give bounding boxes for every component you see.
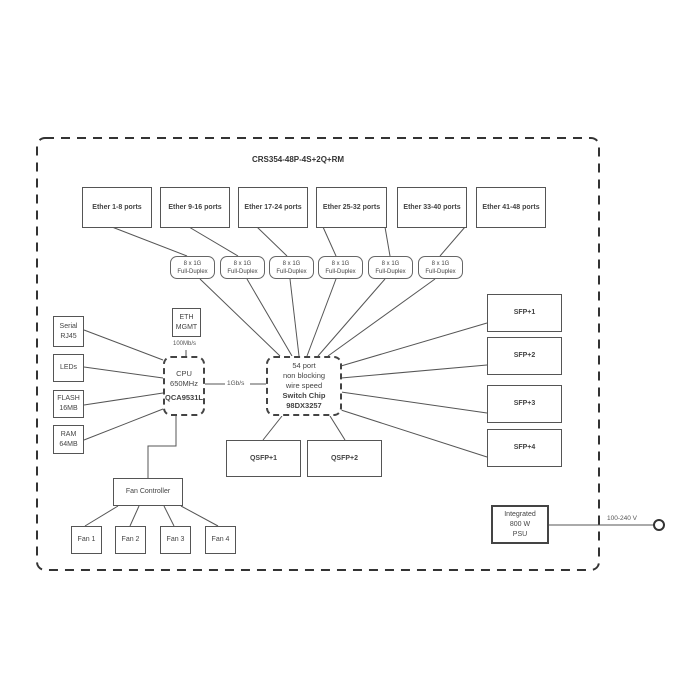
link-speed: 8 x 1G xyxy=(331,260,350,267)
eth-label: ETH xyxy=(179,313,194,321)
link-pill-2: 8 x 1G Full-Duplex xyxy=(220,256,265,279)
wire-pill3-switch xyxy=(289,278,300,357)
eth-mgmt-speed: 100Mb/s xyxy=(173,341,197,347)
fan-controller-box: Fan Controller xyxy=(113,478,183,506)
cpu-frequency: 650MHz xyxy=(170,379,198,388)
link-speed: 8 x 1G xyxy=(381,260,400,267)
link-pill-6: 8 x 1G Full-Duplex xyxy=(418,256,463,279)
wire-pill5-switch xyxy=(317,278,386,357)
cpu-model: QCA9531L xyxy=(165,393,203,402)
wire-ram-cpu xyxy=(83,408,164,441)
psu-box: Integrated 800 W PSU xyxy=(491,505,549,544)
leds-box: LEDs xyxy=(53,354,84,382)
mgmt-label: MGMT xyxy=(175,323,198,331)
flash-size: 16MB xyxy=(59,405,78,412)
sfp-port-3: SFP+3 xyxy=(487,385,562,423)
qsfp-port-1: QSFP+1 xyxy=(226,440,301,477)
wire-pill2-switch xyxy=(246,278,293,357)
ether-group-5: Ether 33-40 ports xyxy=(397,187,467,228)
link-pill-3: 8 x 1G Full-Duplex xyxy=(269,256,314,279)
switch-port-count: 54 port xyxy=(292,361,316,370)
wire-switch-qsfp2 xyxy=(329,415,346,441)
link-speed: 8 x 1G xyxy=(282,260,301,267)
sfp-port-4: SFP+4 xyxy=(487,429,562,467)
wire-cpu-fancontroller xyxy=(147,416,177,478)
ether-group-2: Ether 9-16 ports xyxy=(160,187,230,228)
leds-label: LEDs xyxy=(59,364,78,371)
wire-pill6-switch xyxy=(327,278,436,357)
link-speed: 8 x 1G xyxy=(233,260,252,267)
switch-chip-name: Switch Chip xyxy=(282,391,326,400)
link-duplex: Full-Duplex xyxy=(325,268,356,275)
switch-wire-speed: wire speed xyxy=(285,381,323,390)
rj45-label: RJ45 xyxy=(60,332,77,340)
ram-label: RAM xyxy=(60,430,77,438)
link-pill-1: 8 x 1G Full-Duplex xyxy=(170,256,215,279)
wire-switch-sfp2 xyxy=(340,364,488,379)
link-pill-4: 8 x 1G Full-Duplex xyxy=(318,256,363,279)
wire-pill4-switch xyxy=(306,278,337,357)
ram-box: RAM 64MB xyxy=(53,425,84,454)
wire-fanctl-fan2 xyxy=(129,505,140,527)
sfp-port-2: SFP+2 xyxy=(487,337,562,375)
wire-ether4-pill xyxy=(322,226,337,257)
flash-box: FLASH 16MB xyxy=(53,390,84,418)
power-input-connector-icon xyxy=(653,519,665,531)
psu-line-3: PSU xyxy=(512,530,528,538)
ether-group-3: Ether 17-24 ports xyxy=(238,187,308,228)
fan-3-box: Fan 3 xyxy=(160,526,191,554)
serial-label: Serial xyxy=(59,322,78,330)
power-input-voltage: 100-240 V xyxy=(607,515,637,522)
link-duplex: Full-Duplex xyxy=(177,268,208,275)
link-speed: 8 x 1G xyxy=(183,260,202,267)
ether-group-6: Ether 41-48 ports xyxy=(476,187,546,228)
qsfp-port-2: QSFP+2 xyxy=(307,440,382,477)
wire-switch-sfp4 xyxy=(340,409,488,458)
device-title: CRS354-48P-4S+2Q+RM xyxy=(252,155,345,164)
wire-ether1-pill xyxy=(111,226,188,257)
wire-serial-cpu xyxy=(83,329,164,361)
flash-label: FLASH xyxy=(57,395,80,402)
link-speed: 8 x 1G xyxy=(431,260,450,267)
psu-line-1: Integrated xyxy=(504,510,536,518)
eth-mgmt-box: ETH MGMT xyxy=(172,308,201,337)
switch-chip-model: 98DX3257 xyxy=(286,401,322,410)
serial-rj45-box: Serial RJ45 xyxy=(53,316,84,347)
link-pill-5: 8 x 1G Full-Duplex xyxy=(368,256,413,279)
wire-pill1-switch xyxy=(199,278,281,357)
switch-nonblocking: non blocking xyxy=(282,371,326,380)
cpu-block: CPU 650MHz QCA9531L xyxy=(163,356,205,416)
wire-ether6-pill xyxy=(439,226,466,257)
wire-fanctl-fan3 xyxy=(163,505,175,527)
wire-fanctl-fan4 xyxy=(180,505,219,527)
wire-switch-qsfp1 xyxy=(262,415,283,441)
ether-group-4: Ether 25-32 ports xyxy=(316,187,387,228)
sfp-port-1: SFP+1 xyxy=(487,294,562,332)
ram-size: 64MB xyxy=(59,440,78,448)
wire-fanctl-fan1 xyxy=(84,505,119,527)
link-duplex: Full-Duplex xyxy=(425,268,456,275)
wire-flash-cpu xyxy=(83,392,164,406)
wire-switch-sfp1 xyxy=(340,322,488,367)
psu-wattage: 800 W xyxy=(509,520,531,528)
fan-1-box: Fan 1 xyxy=(71,526,102,554)
wire-ether2-pill xyxy=(188,226,239,257)
cpu-switch-link-speed: 1Gb/s xyxy=(227,380,245,387)
link-duplex: Full-Duplex xyxy=(375,268,406,275)
fan-2-box: Fan 2 xyxy=(115,526,146,554)
link-duplex: Full-Duplex xyxy=(227,268,258,275)
wire-leds-cpu xyxy=(83,366,164,379)
wire-switch-sfp3 xyxy=(340,391,488,414)
device-enclosure xyxy=(36,137,600,571)
wire-ether3-pill xyxy=(256,226,288,257)
ether-group-1: Ether 1-8 ports xyxy=(82,187,152,228)
link-duplex: Full-Duplex xyxy=(276,268,307,275)
fan-4-box: Fan 4 xyxy=(205,526,236,554)
cpu-label: CPU xyxy=(176,369,192,378)
wire-ether5-pill xyxy=(384,226,391,257)
switch-chip-block: 54 port non blocking wire speed Switch C… xyxy=(266,356,342,416)
